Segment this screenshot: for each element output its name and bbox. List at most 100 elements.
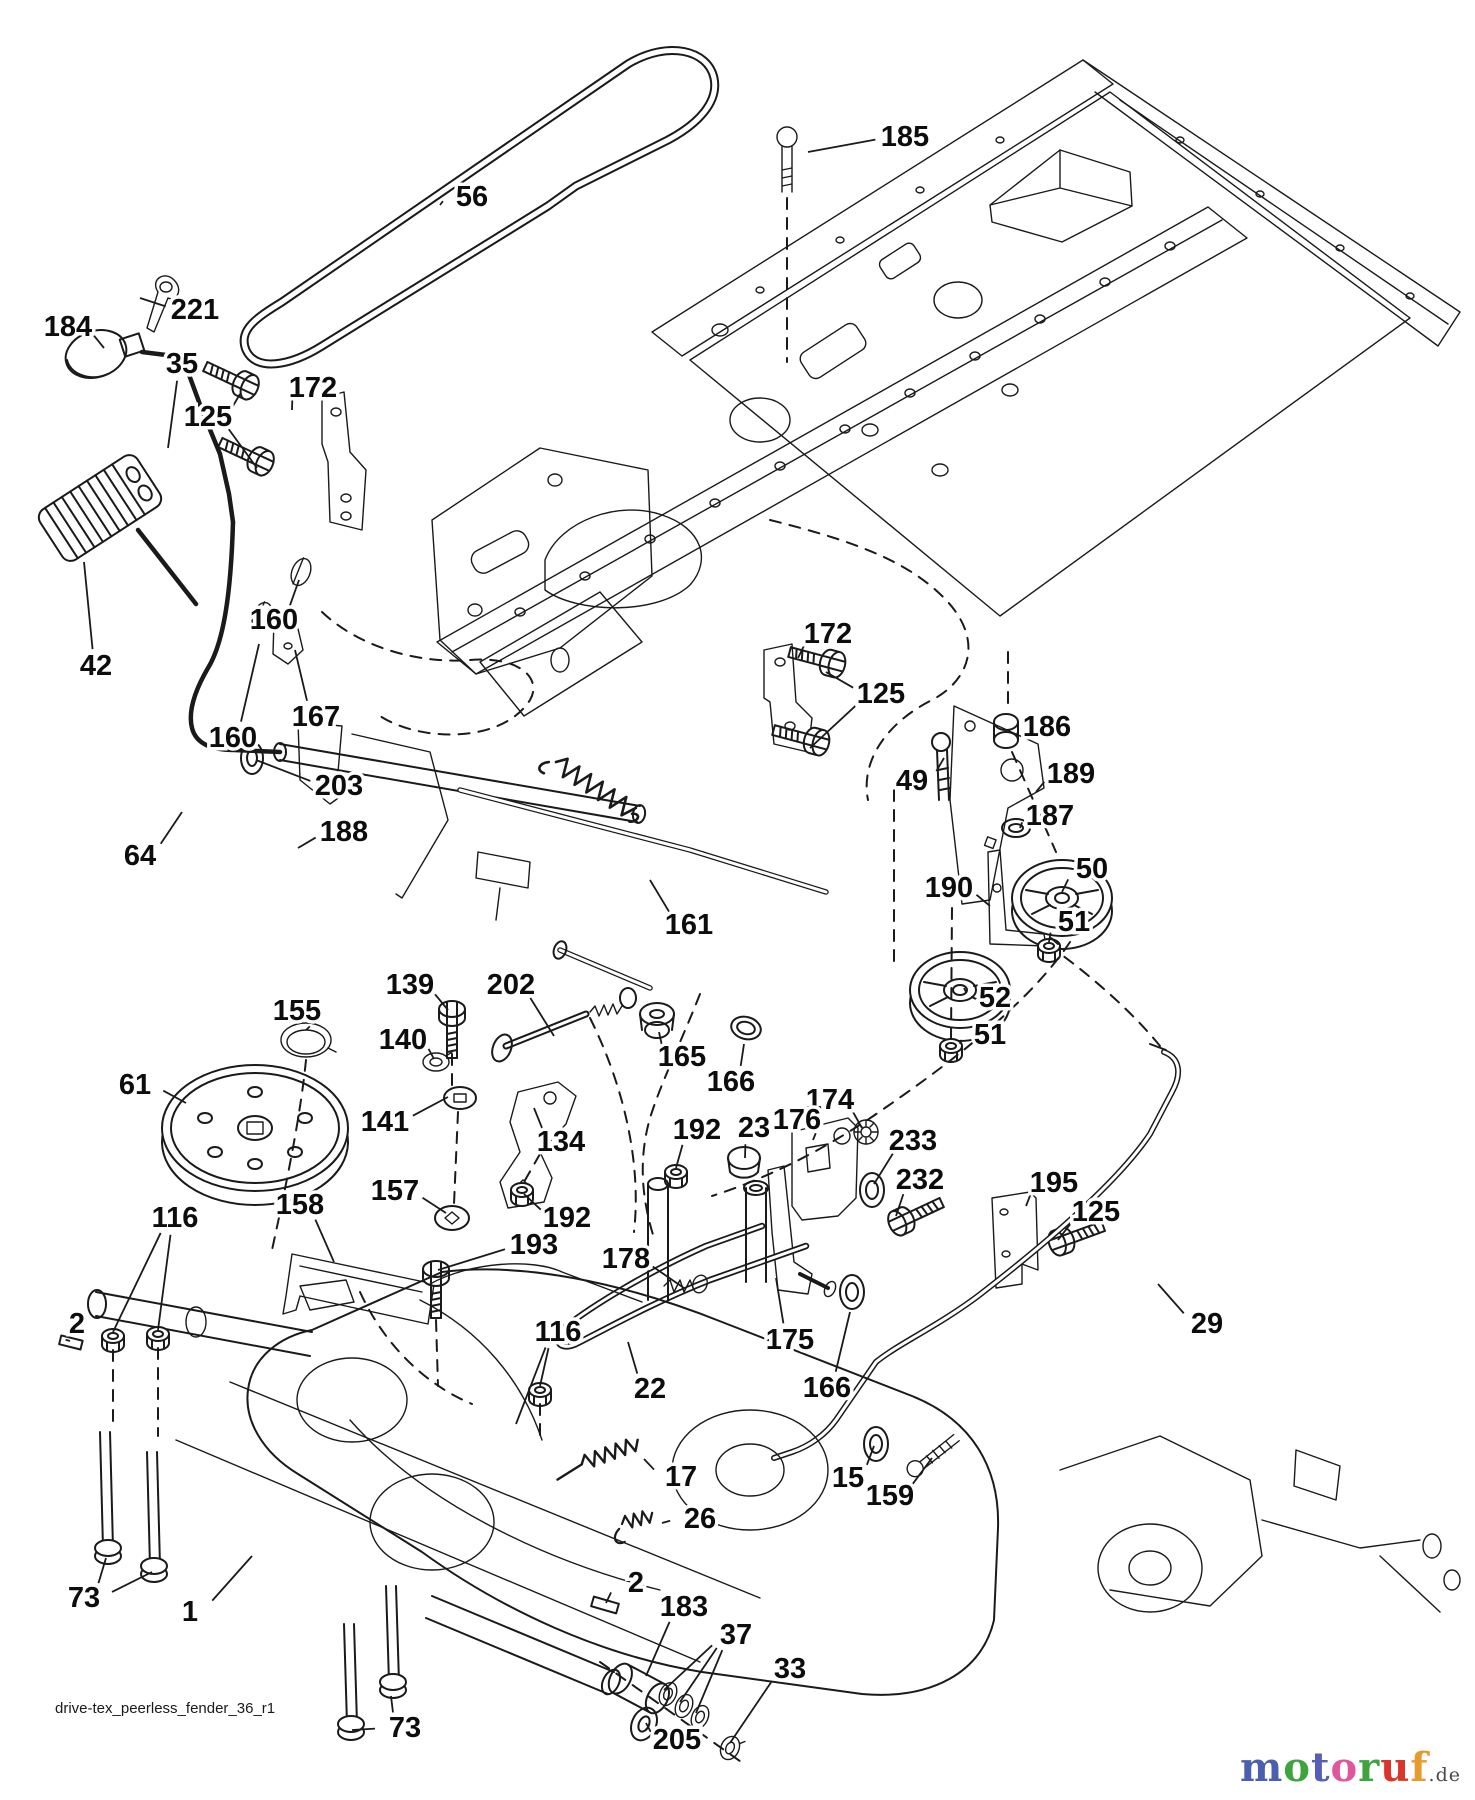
leader-line xyxy=(529,997,555,1037)
brake-assembly xyxy=(1059,1435,1461,1613)
part-label-186: 186 xyxy=(1023,711,1071,743)
part-label-232: 232 xyxy=(896,1164,944,1196)
leader-line xyxy=(809,703,858,749)
part-label-188: 188 xyxy=(320,816,368,848)
part-label-26: 26 xyxy=(684,1503,716,1535)
leader-line xyxy=(255,759,311,782)
bolt-49 xyxy=(931,732,951,801)
leader-line xyxy=(93,334,105,349)
bolt-232 xyxy=(883,1189,949,1240)
leader-line xyxy=(539,1347,550,1387)
rod-29 xyxy=(771,1043,1182,1461)
watermark-letter: f xyxy=(1410,1744,1429,1791)
part-label-189: 189 xyxy=(1047,758,1095,790)
lever-175 xyxy=(767,1165,837,1298)
part-label-116: 116 xyxy=(535,1316,582,1348)
washer-233 xyxy=(859,1172,885,1208)
leader-line xyxy=(412,1096,449,1117)
bracket-176 xyxy=(791,1117,859,1221)
part-label-172: 172 xyxy=(289,372,337,404)
part-label-185: 185 xyxy=(881,121,929,153)
part-label-2: 2 xyxy=(628,1567,644,1599)
star-washer-174 xyxy=(853,1119,879,1145)
leader-line xyxy=(439,200,444,206)
leader-line xyxy=(658,1031,663,1045)
part-label-157: 157 xyxy=(371,1175,419,1207)
leader-line xyxy=(812,1132,817,1141)
leader-line xyxy=(975,894,991,907)
watermark-letter: m xyxy=(1239,1744,1284,1791)
part-label-175: 175 xyxy=(766,1324,814,1356)
part-label-165: 165 xyxy=(658,1041,706,1073)
leader-line xyxy=(1035,781,1046,793)
part-label-141: 141 xyxy=(361,1106,409,1138)
bolt-185 xyxy=(776,126,798,363)
leader-line xyxy=(605,1592,612,1604)
part-label-22: 22 xyxy=(634,1373,666,1405)
rod-188 xyxy=(351,733,449,899)
drive-pulley-61 xyxy=(161,1064,349,1206)
frame xyxy=(431,59,1461,717)
leader-line xyxy=(390,1695,394,1713)
part-label-125: 125 xyxy=(184,401,232,433)
leader-line xyxy=(515,1347,547,1425)
leader-line xyxy=(111,1571,153,1593)
idler-cluster xyxy=(763,638,1113,1063)
leader-line xyxy=(851,1110,863,1129)
leader-line xyxy=(139,297,166,308)
washer-187 xyxy=(1001,818,1031,838)
part-label-139: 139 xyxy=(386,969,434,1001)
leader-line xyxy=(866,1445,875,1466)
bottom-hardware xyxy=(556,1438,746,1765)
leader-line xyxy=(65,1338,71,1342)
leader-line xyxy=(775,1277,785,1324)
washer-141 xyxy=(443,1086,477,1110)
nut-51-lower xyxy=(939,1038,963,1063)
watermark-letter: o xyxy=(1330,1744,1359,1791)
part-label-15: 15 xyxy=(832,1462,864,1494)
clip-221 xyxy=(146,275,180,333)
part-label-35: 35 xyxy=(166,348,198,380)
leader-line xyxy=(679,1647,718,1703)
washer-166-lower xyxy=(839,1274,865,1310)
part-label-140: 140 xyxy=(379,1024,427,1056)
leader-line xyxy=(240,643,260,722)
leader-line xyxy=(1019,821,1023,829)
leader-line xyxy=(112,1232,162,1333)
part-label-203: 203 xyxy=(315,770,363,802)
part-label-64: 64 xyxy=(124,840,156,872)
part-label-42: 42 xyxy=(80,650,112,682)
part-label-52: 52 xyxy=(979,982,1011,1014)
strap-158 xyxy=(282,1253,435,1325)
part-label-205: 205 xyxy=(653,1724,701,1756)
part-label-49: 49 xyxy=(896,765,928,797)
leader-line xyxy=(1015,731,1019,737)
leader-line xyxy=(873,1153,894,1185)
watermark-suffix: .de xyxy=(1428,1764,1461,1786)
part-label-73: 73 xyxy=(68,1582,100,1614)
diagram-filename-caption: drive-tex_peerless_fender_36_r1 xyxy=(55,1700,276,1717)
label-layer: 1855622118435172125421601671602031886416… xyxy=(40,118,1226,1760)
part-label-233: 233 xyxy=(889,1125,937,1157)
spring-178 xyxy=(663,1274,708,1294)
key-2-mid xyxy=(590,1595,620,1615)
leader-line xyxy=(959,1039,963,1045)
nut-192-center xyxy=(510,1182,534,1207)
leader-line xyxy=(228,428,258,469)
clip-160-a xyxy=(290,557,312,587)
leader-line xyxy=(162,1089,187,1104)
part-label-159: 159 xyxy=(866,1480,914,1512)
part-label-172: 172 xyxy=(804,618,852,650)
leader-line xyxy=(314,1219,335,1263)
leader-line xyxy=(695,1649,724,1714)
spring-26 xyxy=(613,1510,654,1545)
part-label-178: 178 xyxy=(602,1243,650,1275)
watermark-letter: t xyxy=(1310,1744,1331,1791)
leader-line xyxy=(523,1193,542,1211)
spring-161 xyxy=(538,757,640,823)
part-label-51: 51 xyxy=(974,1019,1006,1051)
part-label-192: 192 xyxy=(673,1114,721,1146)
washer-166-upper xyxy=(730,1015,762,1041)
